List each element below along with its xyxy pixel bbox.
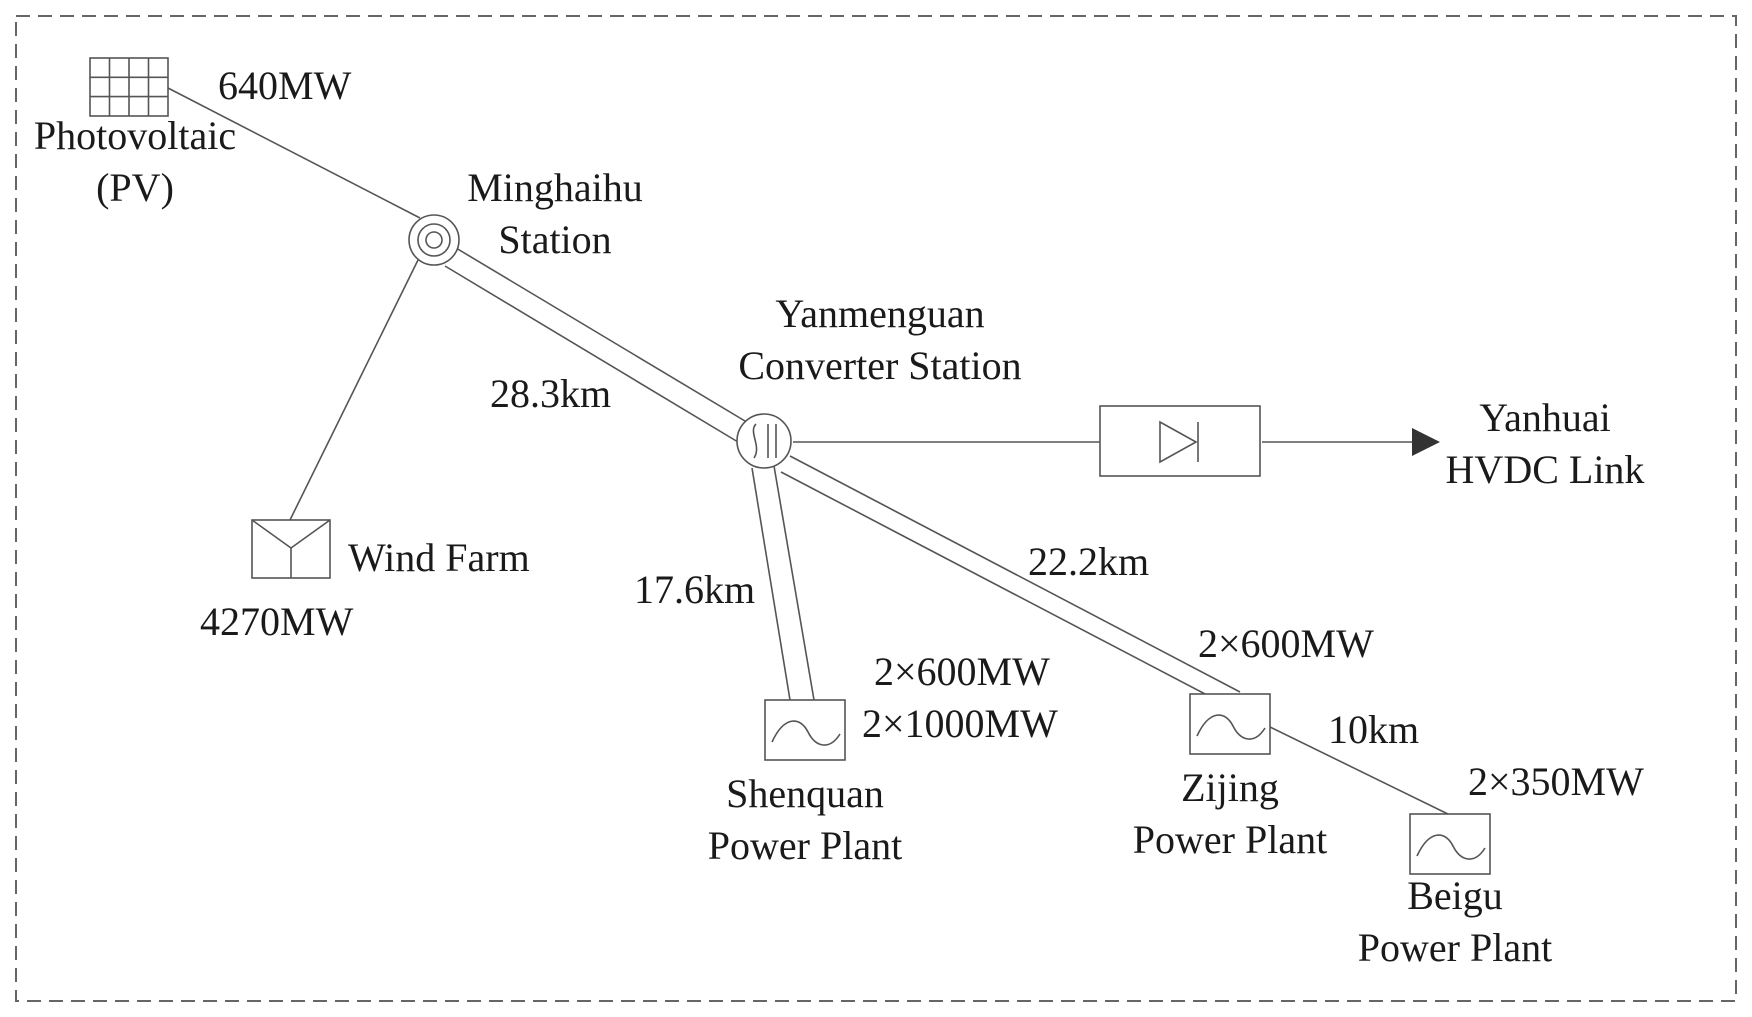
- yanmenguan-converter-icon: [736, 413, 792, 469]
- zijing-capacity: 2×600MW: [1198, 621, 1374, 666]
- pv-name-line2: (PV): [96, 165, 174, 210]
- pv-name-line1: Photovoltaic: [33, 113, 237, 158]
- distance-yanmenguan-zijing: 22.2km: [1028, 539, 1150, 584]
- hvdc-name-line2: HVDC Link: [1445, 447, 1645, 492]
- converter-valve-icon: [1099, 405, 1261, 477]
- distance-zijing-beigu: 10km: [1328, 707, 1420, 752]
- line-minghaihu-yanmenguan: [444, 247, 751, 443]
- line-zijing-beigu: [1269, 726, 1453, 817]
- line-yanmenguan-shenquan: [751, 465, 815, 701]
- distance-yanmenguan-shenquan: 17.6km: [634, 567, 756, 612]
- zijing-name-line2: Power Plant: [1132, 817, 1328, 862]
- zijing-name-line1: Zijing: [1181, 765, 1279, 810]
- hvdc-name-line1: Yanhuai: [1479, 395, 1611, 440]
- line-yanmenguan-zijing: [780, 455, 1241, 707]
- wind-farm-icon: [251, 519, 331, 579]
- wind-farm-capacity: 4270MW: [200, 599, 354, 644]
- beigu-name-line1: Beigu: [1407, 873, 1503, 918]
- minghaihu-name-line2: Station: [498, 217, 612, 262]
- zijing-generator-icon: [1189, 693, 1271, 755]
- pv-capacity-label: 640MW: [218, 63, 352, 108]
- beigu-name-line2: Power Plant: [1357, 925, 1553, 970]
- minghaihu-substation-icon: [408, 214, 460, 266]
- shenquan-generator-icon: [764, 699, 846, 761]
- shenquan-capacity-line1: 2×600MW: [874, 649, 1050, 694]
- diagram-border: [15, 15, 1737, 1002]
- shenquan-capacity-line2: 2×1000MW: [862, 701, 1058, 746]
- shenquan-name-line1: Shenquan: [726, 771, 884, 816]
- minghaihu-name-line1: Minghaihu: [467, 165, 643, 210]
- beigu-capacity: 2×350MW: [1468, 759, 1644, 804]
- hvdc-arrow-icon: [1412, 428, 1440, 456]
- line-minghaihu-wind: [289, 259, 419, 521]
- yanmenguan-name-line1: Yanmenguan: [775, 291, 985, 336]
- distance-minghaihu-yanmenguan: 28.3km: [490, 371, 612, 416]
- shenquan-name-line2: Power Plant: [707, 823, 903, 868]
- line-pv-minghaihu: [167, 87, 421, 219]
- yanmenguan-name-line2: Converter Station: [738, 343, 1022, 388]
- photovoltaic-panel-icon: [89, 57, 169, 117]
- wind-farm-name: Wind Farm: [348, 535, 530, 580]
- beigu-generator-icon: [1409, 813, 1491, 875]
